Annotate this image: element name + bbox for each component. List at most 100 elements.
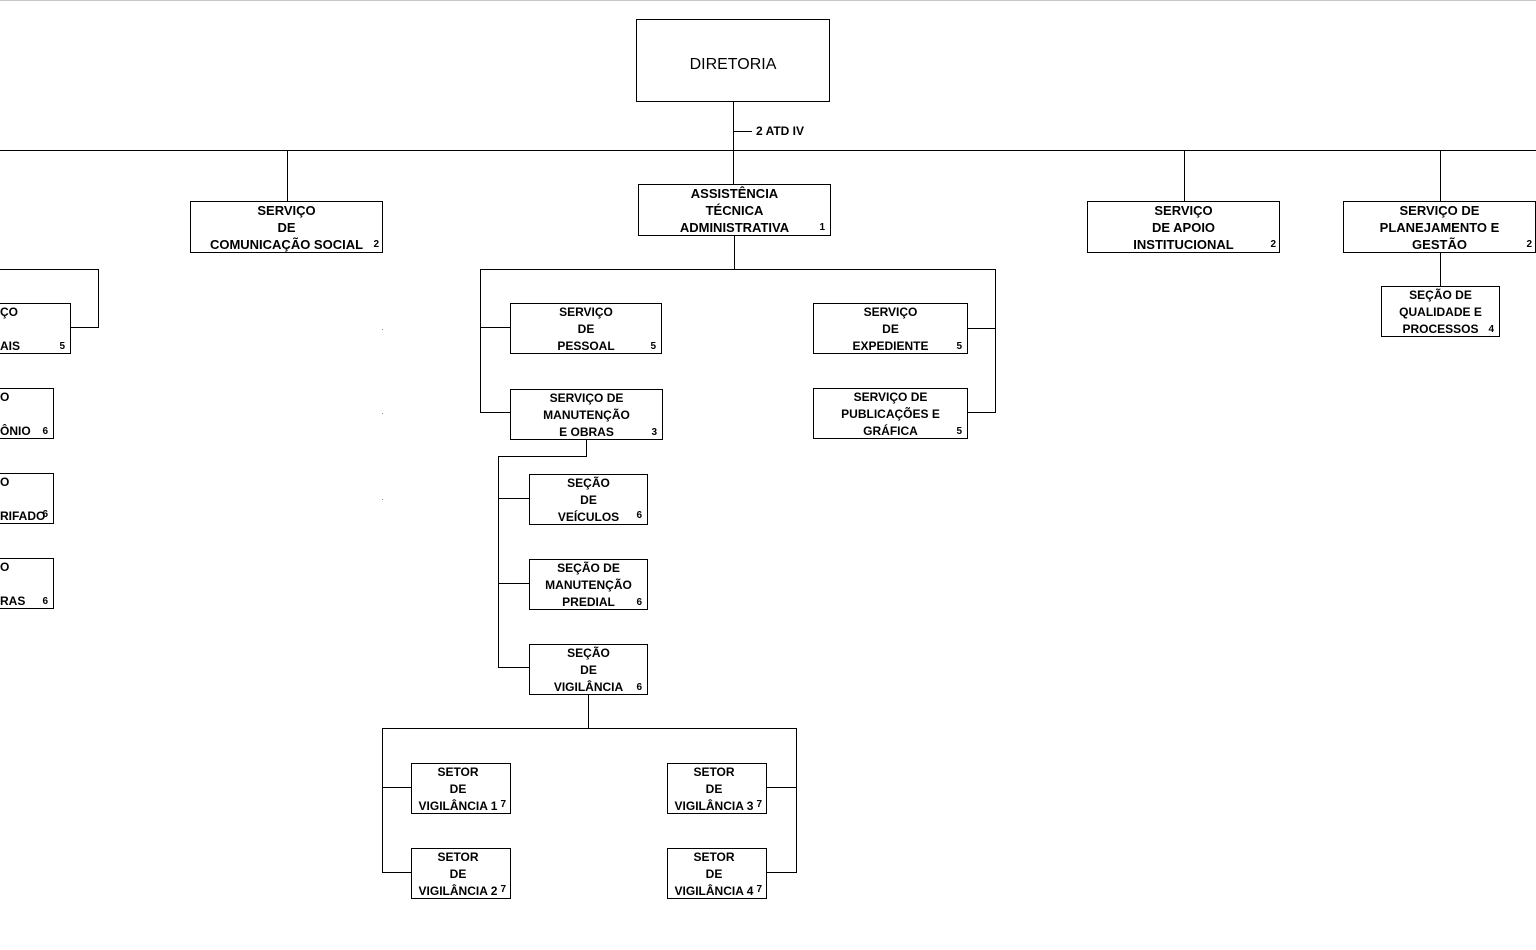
node-manutencao-obras: SERVIÇO DE MANUTENÇÃO E OBRAS 3 [510,389,663,440]
node-label-line: DE [577,322,595,336]
level-code: 2 [1270,239,1276,250]
node-label-line: ÇO [0,305,18,319]
node-label-line: E OBRAS [559,425,614,439]
node-qualidade-processos: SEÇÃO DE QUALIDADE E PROCESSOS 4 [1381,286,1500,337]
node-label-line: PROCESSOS [1402,322,1479,336]
node-label-line: VIGILÂNCIA 2 [418,884,498,898]
node-label-line: SETOR [437,850,479,864]
level-code: 2 [1526,239,1532,250]
level-code: 2 [373,239,379,250]
node-setor-vigilancia-1: SETOR DE VIGILÂNCIA 1 7 [411,763,511,814]
node-label-line: SEÇÃO [567,476,610,490]
node-label-line: DE [277,220,296,235]
node-label-line: PLANEJAMENTO E [1379,220,1500,235]
node-publicacoes-grafica: SERVIÇO DE PUBLICAÇÕES E GRÁFICA 5 [813,388,968,439]
node-label-line: COMUNICAÇÃO SOCIAL [209,237,364,252]
node-label-line: SERVIÇO DE [853,390,928,404]
node-setor-vigilancia-4: SETOR DE VIGILÂNCIA 4 7 [667,848,767,899]
node-label-line: AIS [0,339,21,353]
node-label-line: VIGILÂNCIA 1 [418,799,498,813]
stray-mark [382,413,383,414]
node-label-line: O [0,475,10,489]
node-label-line: SERVIÇO DE [1399,203,1480,218]
node-label-line: ADMINISTRATIVA [679,220,790,235]
node-setor-vigilancia-3: SETOR DE VIGILÂNCIA 3 7 [667,763,767,814]
level-code: 7 [500,884,506,895]
level-code: 6 [42,509,48,520]
top-rule [0,0,1536,1]
node-label-line: DE [705,867,723,881]
level-code: 5 [956,426,962,437]
node-label-line: TÉCNICA [705,203,764,218]
node-apoio-institucional: SERVIÇO DE APOIO INSTITUCIONAL 2 [1087,201,1280,253]
stray-mark [382,499,383,500]
node-label-line: SERVIÇO DE [549,391,624,405]
node-label-line: ÔNIO [0,424,31,438]
node-servico-expediente: SERVIÇO DE EXPEDIENTE 5 [813,303,968,354]
node-label-line: QUALIDADE E [1399,305,1482,319]
level-code: 3 [651,427,657,438]
node-label-line: DE [580,663,597,677]
level-code: 7 [756,799,762,810]
node-planejamento-gestao: SERVIÇO DE PLANEJAMENTO E GESTÃO 2 [1343,201,1536,253]
node-title: DIRETORIA [689,56,777,73]
node-label-line: PUBLICAÇÕES E [841,407,940,421]
node-label-line: VIGILÂNCIA 3 [674,799,754,813]
stray-mark [382,329,383,330]
node-label-line: MANUTENÇÃO [543,408,630,422]
node-partial-left-1: ÇO AIS 5 [0,303,71,354]
level-code: 1 [819,222,825,233]
node-partial-left-4: O RAS 6 [0,558,54,609]
node-label-line: DE [705,782,723,796]
level-code: 5 [650,341,656,352]
node-label-line: DE [580,493,597,507]
node-label-line: SETOR [693,850,735,864]
node-label-line: SETOR [693,765,735,779]
node-label-line: SEÇÃO [567,646,610,660]
node-partial-left-2: O ÔNIO 6 [0,388,54,439]
level-code: 6 [636,510,642,521]
level-code: 7 [500,799,506,810]
level-code: 6 [636,597,642,608]
node-label-line: SEÇÃO DE [557,561,620,575]
node-label-line: VIGILÂNCIA [553,680,624,694]
node-label-line: GRÁFICA [863,424,918,438]
node-partial-left-3: O RIFADO 6 [0,473,54,524]
node-label-line: O [0,560,10,574]
node-label-line: VIGILÂNCIA 4 [674,884,754,898]
node-label-line: SERVIÇO [559,305,613,319]
level-code: 5 [59,341,65,352]
level-code: 6 [42,426,48,437]
level-code: 6 [636,682,642,693]
connector-left-partial [0,269,99,328]
level-code: 5 [956,341,962,352]
node-setor-vigilancia-2: SETOR DE VIGILÂNCIA 2 7 [411,848,511,899]
node-comunicacao-social: SERVIÇO DE COMUNICAÇÃO SOCIAL 2 [190,201,383,253]
node-label-line: RIFADO [0,509,46,523]
node-label-line: SERVIÇO [257,203,316,218]
level-code: 4 [1488,324,1494,335]
node-label-line: GESTÃO [1412,237,1467,252]
node-label-line: EXPEDIENTE [852,339,929,353]
level-code: 7 [756,884,762,895]
node-label-line: DE [449,782,467,796]
node-servico-pessoal: SERVIÇO DE PESSOAL 5 [510,303,662,354]
node-label-line: INSTITUCIONAL [1133,237,1234,252]
node-label-line: PREDIAL [562,595,615,609]
node-secao-veiculos: SEÇÃO DE VEÍCULOS 6 [529,474,648,525]
level-code: 6 [42,596,48,607]
node-assistencia-tecnica: ASSISTÊNCIA TÉCNICA ADMINISTRATIVA 1 [638,184,831,236]
node-label-line: MANUTENÇÃO [545,578,632,592]
node-label-line: SERVIÇO [863,305,918,319]
node-label-line: O [0,390,10,404]
node-label-line: DE [449,867,467,881]
node-label-line: PESSOAL [557,339,615,353]
node-diretoria: DIRETORIA [636,19,830,102]
node-label-line: SERVIÇO [1154,203,1213,218]
node-label-line: DE APOIO [1151,220,1216,235]
node-label-line: SEÇÃO DE [1409,288,1472,302]
node-manutencao-predial: SEÇÃO DE MANUTENÇÃO PREDIAL 6 [529,559,648,610]
node-label-line: DE [882,322,899,336]
node-label-line: SETOR [437,765,479,779]
